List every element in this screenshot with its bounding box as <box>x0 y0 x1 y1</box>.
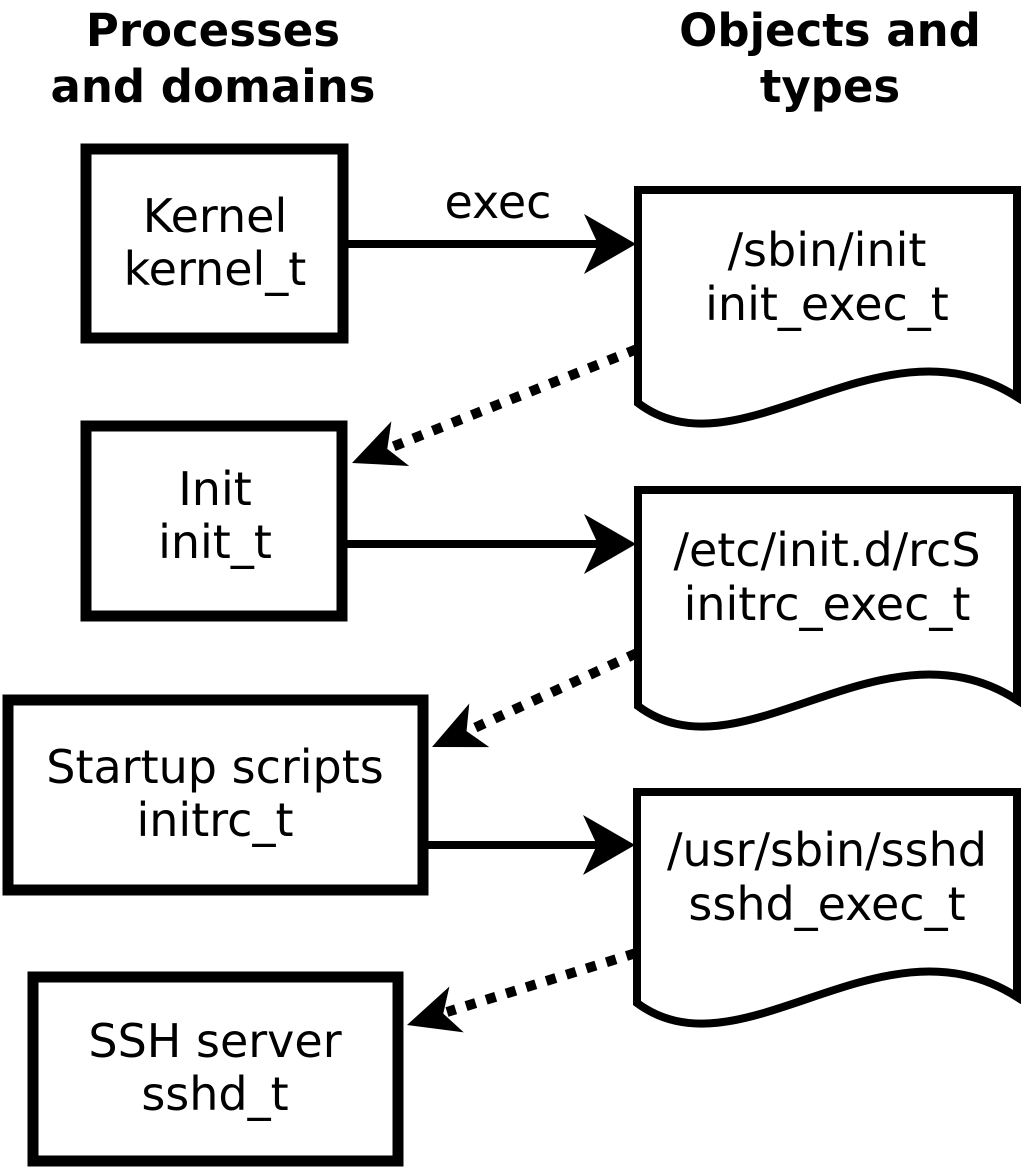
object-document-etc-initd-rcs: /etc/init.d/rcS initrc_exec_t <box>634 486 1021 731</box>
object-type: sshd_exec_t <box>688 877 965 931</box>
column-headers: Processes and domains Objects and types <box>51 4 981 113</box>
object-type: init_exec_t <box>705 277 949 331</box>
process-box-init: Init init_t <box>80 420 348 622</box>
dotted-arrowhead-icon <box>432 703 490 748</box>
process-name: Startup scripts <box>46 740 384 794</box>
solid-arrowhead-icon <box>583 815 635 875</box>
solid-arrowhead-icon <box>584 514 636 574</box>
dotted-arrowhead-icon <box>407 986 464 1033</box>
process-domain: sshd_t <box>141 1067 288 1121</box>
solid-arrowhead-icon <box>584 214 636 274</box>
solid-arrow-kernel-to-sbin-init <box>344 214 636 274</box>
object-path: /etc/init.d/rcS <box>673 523 980 577</box>
process-name: Init <box>178 462 252 516</box>
solid-arrow-init-to-rcs <box>347 514 636 574</box>
dotted-arrow-sshd-exec-to-ssh-server <box>407 948 638 1033</box>
left-column-header-line2: and domains <box>51 60 376 113</box>
object-path: /usr/sbin/sshd <box>667 823 987 877</box>
object-document-sbin-init: /sbin/init init_exec_t <box>634 186 1021 428</box>
object-document-usr-sbin-sshd: /usr/sbin/sshd sshd_exec_t <box>633 788 1021 1028</box>
process-box-startup-scripts: Startup scripts initrc_t <box>2 694 429 896</box>
solid-arrow-startup-to-sshd <box>428 815 635 875</box>
dotted-arrowhead-icon <box>352 421 410 466</box>
dotted-arrow-sbin-init-to-init <box>352 344 639 466</box>
object-type: initrc_exec_t <box>684 577 971 631</box>
right-column-header-line2: types <box>760 60 900 113</box>
object-path: /sbin/init <box>728 223 927 277</box>
process-domain: initrc_t <box>137 793 294 847</box>
exec-arrow-label: exec <box>445 175 552 229</box>
process-domain: kernel_t <box>124 242 307 296</box>
left-column-header-line1: Processes <box>86 4 340 57</box>
process-name: Kernel <box>143 189 288 243</box>
dotted-arrow-rcs-to-startup <box>432 648 640 748</box>
process-box-kernel: Kernel kernel_t <box>80 143 349 344</box>
right-column-header-line1: Objects and <box>679 4 981 57</box>
process-box-ssh-server: SSH server sshd_t <box>27 971 404 1167</box>
process-domain: init_t <box>158 515 272 569</box>
process-name: SSH server <box>88 1014 341 1068</box>
